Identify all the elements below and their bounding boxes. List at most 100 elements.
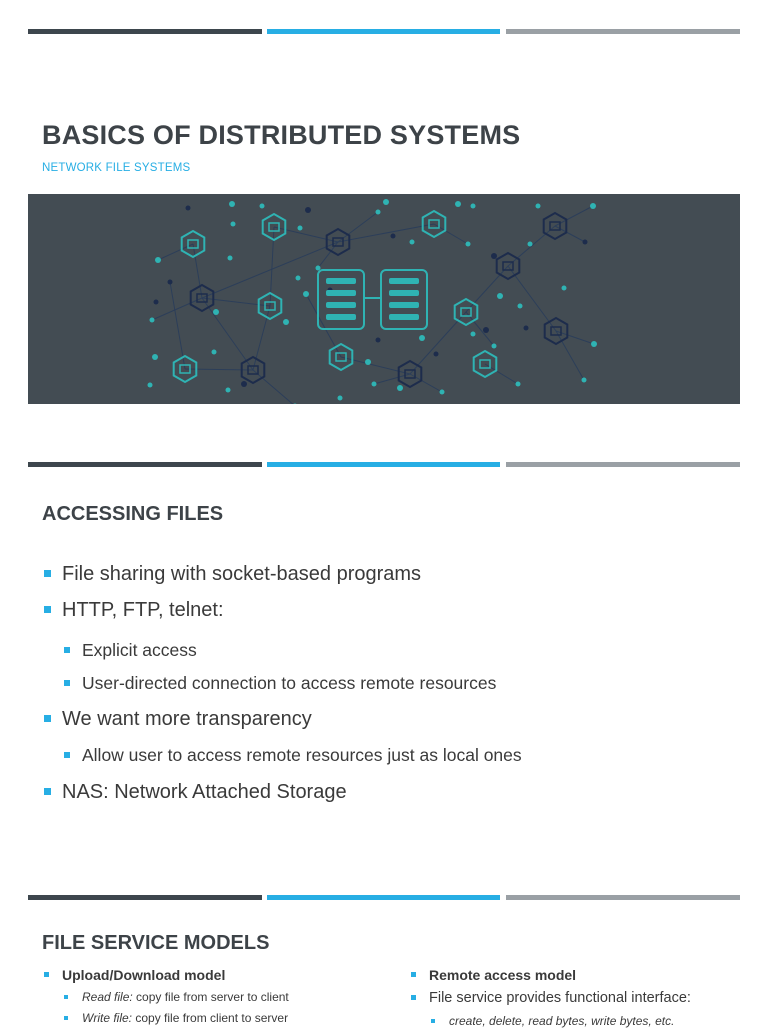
network-dot <box>375 337 381 343</box>
network-dot <box>315 265 321 271</box>
network-link <box>192 243 203 299</box>
network-dot <box>527 241 533 247</box>
device-hex-icon <box>261 212 287 242</box>
device-hex-icon <box>397 359 423 389</box>
device-icon <box>196 293 208 303</box>
bullet-icon <box>44 715 51 722</box>
network-dot <box>225 387 231 393</box>
network-dot <box>295 275 301 281</box>
network-link <box>157 243 194 261</box>
network-dot <box>433 351 439 357</box>
device-icon <box>460 307 472 317</box>
device-icon <box>268 222 280 232</box>
network-dot <box>497 293 503 299</box>
network-link <box>169 281 186 370</box>
device-icon <box>549 221 561 231</box>
list-item: Read file: copy file from server to clie… <box>42 987 289 1008</box>
network-link <box>409 311 467 375</box>
list-item: File service provides functional interfa… <box>409 987 691 1010</box>
device-hex-icon <box>421 209 447 239</box>
network-link <box>201 241 339 299</box>
bullet-icon <box>64 680 70 686</box>
server-rack-icon <box>317 269 365 330</box>
device-icon <box>428 219 440 229</box>
bullet-icon <box>411 972 416 977</box>
bullet-icon <box>64 1016 68 1020</box>
network-dot <box>153 299 159 305</box>
network-link <box>184 368 254 371</box>
list-item: NAS: Network Attached Storage <box>42 774 347 810</box>
network-dot <box>383 199 389 205</box>
server-slot <box>389 290 419 296</box>
slide-divider <box>28 462 740 467</box>
network-dot <box>213 309 219 315</box>
network-link <box>507 265 557 332</box>
network-dot <box>590 203 596 209</box>
device-icon <box>550 326 562 336</box>
bullet-icon <box>44 606 51 613</box>
device-hex-icon <box>325 227 351 257</box>
network-dot <box>167 279 173 285</box>
device-hex-icon <box>180 229 206 259</box>
network-link <box>465 265 509 313</box>
network-link <box>337 211 379 243</box>
slide-title: BASICS OF DISTRIBUTED SYSTEMS <box>42 120 521 150</box>
network-dot <box>155 257 161 263</box>
network-dot <box>581 377 587 383</box>
list-item: We want more transparency <box>42 701 312 737</box>
network-dot <box>283 319 289 325</box>
server-rack-icon <box>380 269 428 330</box>
network-dot <box>337 395 343 401</box>
bullet-icon <box>44 570 51 577</box>
network-dot <box>371 381 377 387</box>
sub-bullet-list: Allow user to access remote resources ju… <box>42 739 522 772</box>
device-hex-icon <box>542 211 568 241</box>
list-item: Write file: copy file from client to ser… <box>42 1008 289 1029</box>
server-slot <box>326 314 356 320</box>
server-slot <box>389 314 419 320</box>
left-column-list: Upload/Download model <box>42 964 225 987</box>
network-link <box>252 305 271 371</box>
list-item: Explicit access <box>42 634 496 667</box>
network-dot <box>365 359 371 365</box>
bullet-icon <box>64 647 70 653</box>
network-dot <box>491 343 497 349</box>
network-dot <box>523 325 529 331</box>
network-dot <box>465 241 471 247</box>
bullet-icon <box>44 788 51 795</box>
network-dot <box>561 285 567 291</box>
network-dot <box>535 203 541 209</box>
network-dot <box>455 201 461 207</box>
network-dot <box>297 225 303 231</box>
network-dot <box>149 317 155 323</box>
list-item: User-directed connection to access remot… <box>42 667 496 700</box>
list-item: HTTP, FTP, telnet: <box>42 592 421 628</box>
network-dot <box>185 205 191 211</box>
server-slot <box>326 278 356 284</box>
device-hex-icon <box>543 316 569 346</box>
network-dot <box>303 291 309 297</box>
device-hex-icon <box>495 251 521 281</box>
network-link <box>554 205 594 227</box>
right-column-sub-list: create, delete, read bytes, write bytes,… <box>409 1011 674 1032</box>
left-column-sub-list: Read file: copy file from server to clie… <box>42 987 289 1029</box>
network-dot <box>515 381 521 387</box>
network-dot <box>582 239 588 245</box>
list-item: Allow user to access remote resources ju… <box>42 739 522 772</box>
network-dot <box>470 203 476 209</box>
network-dot <box>227 255 233 261</box>
device-icon <box>179 364 191 374</box>
slide-subtitle: NETWORK FILE SYSTEMS <box>42 162 191 174</box>
network-dot <box>241 381 247 387</box>
network-dot <box>517 303 523 309</box>
device-icon <box>479 359 491 369</box>
device-hex-icon <box>328 342 354 372</box>
device-icon <box>404 369 416 379</box>
network-link <box>337 223 435 243</box>
network-dot <box>147 382 153 388</box>
device-hex-icon <box>240 355 266 385</box>
device-icon <box>335 352 347 362</box>
device-hex-icon <box>172 354 198 384</box>
list-item: Upload/Download model <box>42 964 225 987</box>
network-illustration <box>28 194 740 404</box>
